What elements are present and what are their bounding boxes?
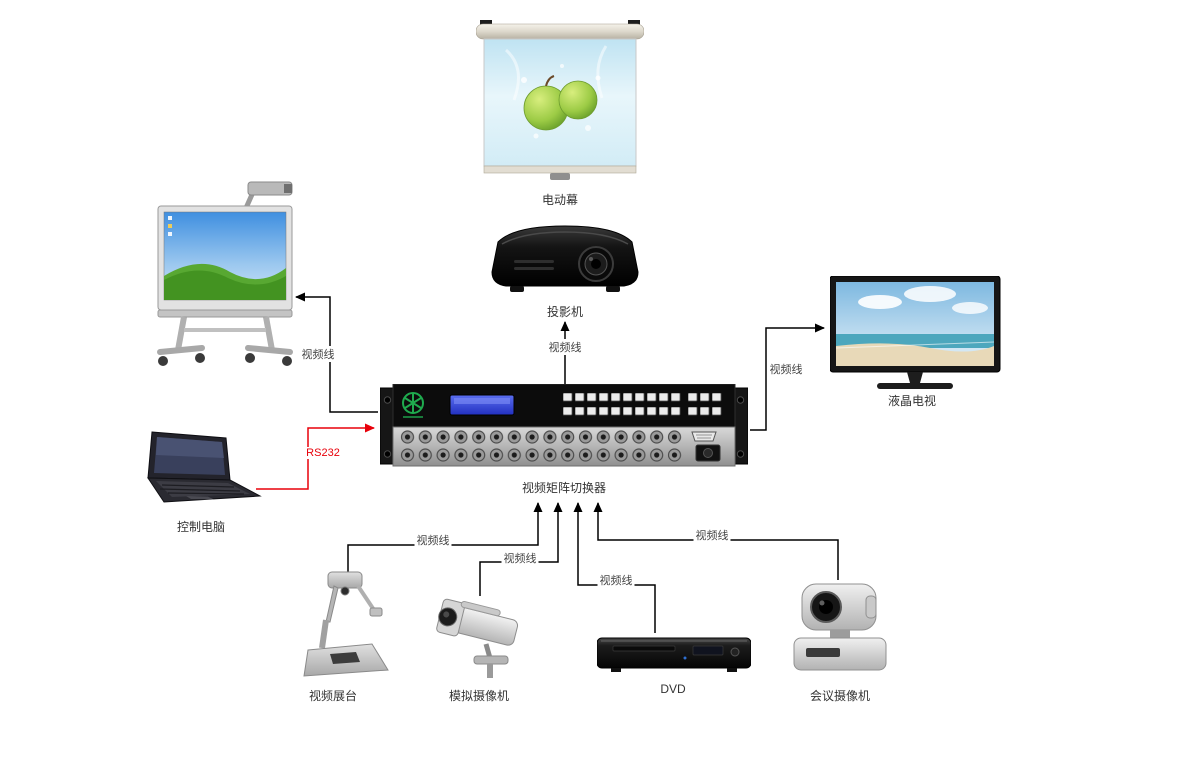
vga-connector [691, 431, 717, 442]
edge-label-presenter-video: 视频线 [414, 532, 452, 548]
bnc-connector-row2 [400, 446, 685, 464]
control-laptop-figure [142, 428, 266, 512]
power-inlet [695, 444, 721, 462]
button-grid-row2 [563, 407, 681, 421]
interactive-whiteboard-illustration [157, 181, 293, 366]
conference-camera-figure [788, 580, 892, 676]
edge-label-analog-camera-video: 视频线 [501, 550, 539, 566]
projection-screen-illustration [475, 20, 645, 180]
edge-label-projector-video: 视频线 [546, 339, 584, 355]
label-dvd: DVD [658, 682, 688, 696]
label-screen: 电动幕 [539, 191, 581, 208]
dvd-player-illustration [596, 637, 752, 672]
matrix-switcher-figure [379, 383, 749, 468]
dvd-display [692, 645, 724, 656]
stand-casters [158, 353, 292, 366]
projection-screen-figure [475, 20, 645, 185]
button-grid-row1 [563, 393, 681, 407]
edge-label-whiteboard-video: 视频线 [299, 346, 337, 362]
edge-label-rs232: RS232 [304, 447, 342, 459]
presenter-camera-lens [340, 586, 350, 596]
label-tv: 液晶电视 [885, 392, 939, 409]
lcd-tv-illustration [829, 275, 1001, 389]
label-switcher: 视频矩阵切换器 [519, 479, 609, 496]
document-presenter-illustration [303, 571, 389, 677]
disc-tray [612, 645, 676, 652]
label-presenter: 视频展台 [306, 687, 360, 704]
label-laptop: 控制电脑 [174, 518, 228, 535]
document-presenter-figure [300, 570, 395, 682]
brand-logo-icon [402, 392, 424, 418]
edge-label-conf-camera-video: 视频线 [693, 527, 731, 543]
cable-dvd-to-switcher [573, 502, 656, 633]
interactive-whiteboard-figure [150, 180, 300, 372]
projector-figure [484, 220, 646, 300]
cable-switcher-to-tv [750, 323, 825, 431]
projector-illustration [491, 225, 639, 292]
function-buttons-row1 [688, 393, 722, 407]
function-buttons-row2 [688, 407, 722, 421]
label-analog-camera: 模拟摄像机 [446, 687, 512, 704]
edge-label-tv-video: 视频线 [767, 361, 805, 377]
edge-label-dvd-video: 视频线 [597, 572, 635, 588]
bnc-connector-row1 [400, 428, 685, 446]
dvd-player-figure [596, 632, 752, 676]
lcd-tv-figure [829, 275, 1002, 394]
analog-camera-figure [426, 594, 534, 682]
control-laptop-illustration [147, 431, 262, 503]
analog-camera-illustration [436, 598, 519, 678]
apple-graphic [558, 80, 598, 120]
matrix-switcher-illustration [379, 383, 749, 467]
label-conf-camera: 会议摄像机 [807, 687, 873, 704]
label-projector: 投影机 [544, 303, 586, 320]
conference-camera-illustration [793, 583, 887, 671]
